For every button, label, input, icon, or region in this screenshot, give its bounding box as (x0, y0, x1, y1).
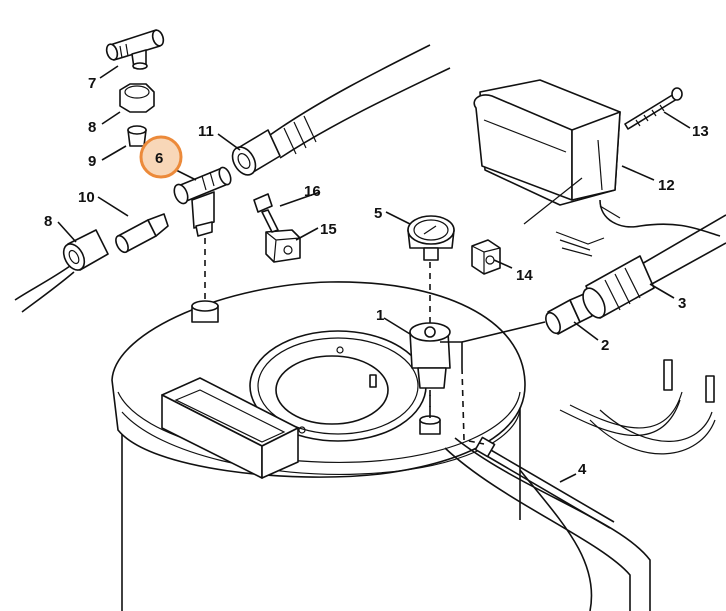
callout-13: 13 (692, 123, 709, 140)
callout-3: 3 (678, 295, 686, 312)
tee-fitting-6 (173, 166, 232, 237)
lid-nut-left (191, 300, 219, 323)
nut-8-lower (62, 229, 109, 271)
callout-9: 9 (88, 153, 96, 170)
callout-8-left: 8 (44, 213, 52, 230)
callout-5: 5 (374, 205, 382, 222)
leader-lines (57, 65, 691, 483)
capillary-tube (474, 436, 615, 529)
callout-8-top: 8 (88, 119, 96, 136)
callout-14: 14 (516, 267, 533, 284)
hose-3 (582, 214, 726, 319)
callout-12: 12 (658, 177, 675, 194)
callout-10: 10 (78, 189, 95, 206)
callout-7: 7 (88, 75, 96, 92)
control-box-12 (473, 79, 721, 257)
callout-6: 6 (155, 150, 163, 167)
fitting-1 (409, 322, 463, 435)
nut-8 (119, 83, 155, 113)
callout-11: 11 (198, 123, 214, 140)
fitting-10 (115, 213, 169, 254)
callout-1: 1 (376, 307, 384, 324)
callout-4: 4 (578, 461, 587, 478)
olive-9 (127, 125, 147, 147)
pipes-right (444, 359, 716, 611)
tee-fitting-7 (105, 29, 165, 70)
clip-14 (471, 239, 501, 275)
gauge-5 (407, 215, 455, 261)
hose-11 (231, 44, 451, 176)
callout-2: 2 (601, 337, 609, 354)
screw-16 (253, 193, 279, 233)
callout-15: 15 (320, 221, 337, 238)
callout-16: 16 (304, 183, 321, 200)
screw-13 (624, 87, 683, 130)
highlight-ring (139, 135, 183, 179)
callout-labels: 1 2 3 4 5 6 7 8 9 10 11 12 13 14 15 16 8 (44, 75, 709, 478)
bracket-15 (265, 229, 301, 263)
